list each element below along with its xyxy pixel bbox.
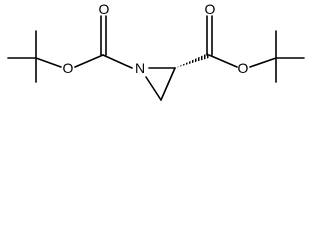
left-carbamate-group (74, 15, 133, 69)
bond-ring-carbon-bottom-to-chiral (160, 67, 176, 101)
right-ester-group (206, 15, 238, 68)
atom-label-carbonyl-oxygen-right: O (205, 1, 216, 17)
bond-oxygen-to-tbu-right (249, 57, 277, 68)
atom-label-carbonyl-oxygen-left: O (99, 1, 110, 17)
aziridine-ring (145, 67, 176, 101)
bond-oxygen-to-carbonyl-left (74, 54, 104, 68)
bond-carbonyl-right-to-oxygen (208, 54, 238, 68)
atom-label-ester-oxygen-left: O (63, 60, 74, 76)
bond-nitrogen-to-ring-carbon-bottom (145, 76, 162, 101)
chemical-structure-diagram: O O N O O (7, 1, 305, 101)
atom-label-ring-nitrogen: N (135, 60, 145, 76)
atom-label-ester-oxygen-right: O (238, 60, 249, 76)
hashed-wedge-stereo-bond (175, 53, 209, 68)
bond-carbonyl-left-to-nitrogen (102, 54, 133, 69)
bond-tbu-left-to-oxygen (35, 57, 62, 68)
left-tert-butyl-group (7, 30, 62, 83)
right-tert-butyl-group (249, 30, 305, 83)
